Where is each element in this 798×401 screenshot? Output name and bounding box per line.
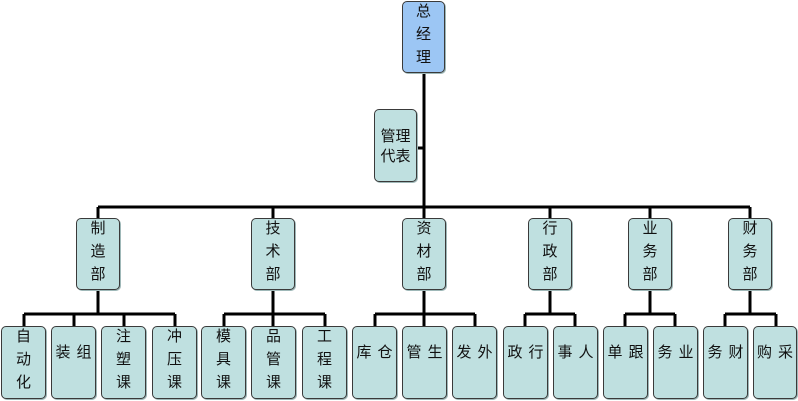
dept-label: 资材部 (414, 219, 433, 289)
unit-outsourcing: 外发 (452, 326, 497, 399)
unit-mold: 模具课 (201, 326, 246, 399)
management-rep-label: 管理代表 (380, 126, 411, 165)
unit-label: 跟单 (605, 344, 645, 381)
unit-production-control: 生管 (402, 326, 447, 399)
unit-label: 人事 (555, 344, 595, 381)
dept-label: 技术部 (263, 219, 282, 289)
dept-label: 行政部 (540, 219, 559, 289)
unit-stamping: 冲压课 (152, 326, 197, 399)
unit-order-follow: 跟单 (603, 326, 648, 399)
unit-assembly: 组装 (51, 326, 96, 399)
management-rep-box: 管理代表 (374, 109, 417, 182)
unit-label: 采购 (755, 344, 794, 381)
unit-label: 冲压课 (165, 328, 183, 397)
unit-label: 品管课 (264, 328, 282, 397)
unit-injection: 注塑课 (101, 326, 146, 399)
unit-label: 生管 (404, 344, 444, 381)
unit-warehouse: 仓库 (352, 326, 397, 399)
unit-label: 自动化 (14, 328, 32, 397)
dept-materials: 资材部 (402, 218, 446, 290)
general-manager-box: 总经理 (402, 1, 445, 73)
unit-label: 业务 (655, 344, 695, 381)
unit-quality: 品管课 (251, 326, 296, 399)
dept-administration: 行政部 (528, 218, 572, 290)
unit-label: 行政 (505, 344, 545, 381)
unit-label: 财务 (705, 344, 745, 381)
unit-automation: 自动化 (1, 326, 46, 399)
unit-label: 组装 (53, 344, 93, 381)
dept-business: 业务部 (628, 218, 672, 290)
unit-label: 工程课 (315, 328, 333, 397)
general-manager-label: 总经理 (414, 2, 432, 72)
unit-sales: 业务 (653, 326, 698, 399)
unit-label: 注塑课 (114, 328, 132, 397)
dept-manufacturing: 制造部 (76, 218, 120, 290)
dept-finance: 财务部 (728, 218, 772, 290)
unit-label: 模具课 (214, 328, 232, 397)
dept-label: 财务部 (740, 219, 759, 289)
unit-hr: 人事 (553, 326, 598, 399)
unit-purchasing: 采购 (753, 326, 797, 399)
unit-label: 外发 (454, 344, 494, 381)
dept-label: 制造部 (88, 219, 107, 289)
unit-engineering: 工程课 (302, 326, 347, 399)
unit-admin: 行政 (503, 326, 548, 399)
unit-label: 仓库 (354, 344, 394, 381)
unit-finance: 财务 (703, 326, 748, 399)
dept-label: 业务部 (640, 219, 659, 289)
dept-technical: 技术部 (251, 218, 295, 290)
